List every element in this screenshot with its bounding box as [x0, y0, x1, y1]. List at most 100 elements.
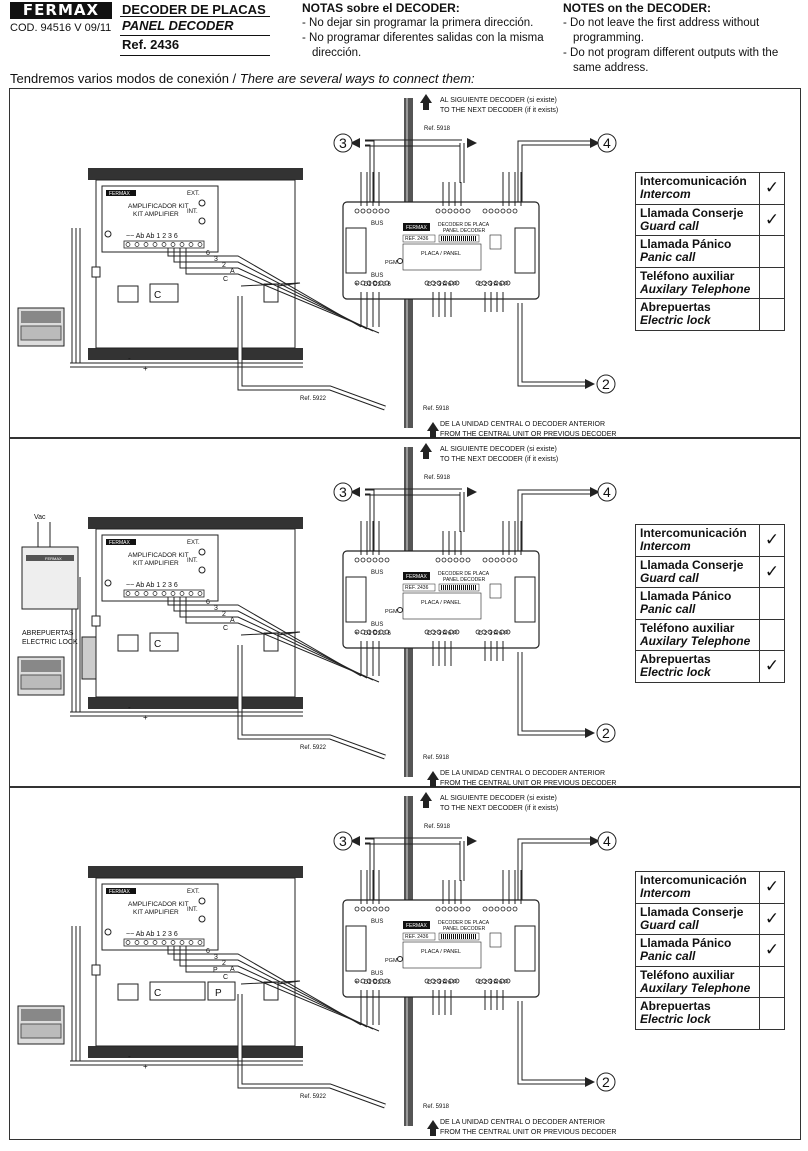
terminal-screw [354, 629, 360, 635]
terminal-screw [488, 906, 494, 912]
notes-en-heading: NOTES on the DECODER: [563, 1, 712, 15]
terminal-screw [384, 557, 390, 563]
decoder-link-cable [238, 296, 386, 410]
terminal-screw [424, 280, 430, 286]
terminal-screw [134, 242, 140, 247]
arrow-icon [420, 443, 432, 452]
number-label: 3 [339, 833, 347, 849]
power-supply-brand [26, 555, 74, 561]
barcode-bar [467, 585, 468, 590]
barcode-bar [455, 934, 456, 939]
number-label: 4 [603, 135, 611, 151]
pgm-button [397, 956, 403, 962]
decoder-brand-plate [403, 572, 430, 580]
terminal-screw [372, 906, 378, 912]
barcode-bar [471, 236, 472, 241]
cable-ref: Ref. 5922 [300, 396, 327, 402]
terminal-screw [378, 629, 384, 635]
cable-ref: Ref. 5918 [423, 755, 450, 761]
terminal-screw [430, 978, 436, 984]
signal-wire [167, 597, 362, 677]
bus-label: BUS [371, 221, 383, 227]
barcode-bar [467, 934, 468, 939]
wire-label: A [230, 617, 235, 624]
relay-box [149, 981, 206, 1001]
barcode-bar [455, 236, 456, 241]
bus-label: BUS [371, 919, 383, 925]
terminal-screw [354, 208, 360, 214]
terminal-screw [354, 978, 360, 984]
power-label: - [128, 703, 131, 712]
barcode-bar [447, 236, 448, 241]
terminal-screw [435, 208, 441, 214]
terminal-screw [487, 629, 493, 635]
arrow-icon [585, 1077, 595, 1087]
panel-decoder [342, 550, 540, 649]
arrow-icon [467, 138, 477, 148]
number-circle [333, 482, 353, 502]
output-cable-2 [517, 303, 585, 387]
decoder-terminal-labels: + - D1 D2 2 6 [355, 282, 392, 288]
number-label: 4 [603, 484, 611, 500]
barcode-bar [443, 236, 444, 241]
notes-es-heading: NOTAS sobre el DECODER: [302, 1, 460, 15]
cable-ref: Ref. 5918 [424, 126, 451, 132]
amplifier-terminal-labels: ~~ Ab Ab 1 2 3 6 [126, 931, 178, 938]
arrow-stem [423, 103, 429, 110]
relay-c-label: C [154, 290, 161, 301]
arrow-icon [420, 94, 432, 103]
relay-box-p [207, 981, 236, 1001]
arrow-icon [585, 728, 595, 738]
power-supply-brand-text: FERMAX [45, 556, 62, 561]
terminal-screw [465, 906, 471, 912]
barcode-bar [469, 585, 470, 590]
notes-es-item: - No dejar sin programar la primera dire… [302, 17, 534, 29]
decoder-ref: REF. 2436 [405, 934, 429, 940]
barcode-bar [449, 236, 450, 241]
pgm-label: PGM [385, 260, 398, 266]
terminal-screw [481, 629, 487, 635]
terminal-screw [143, 242, 149, 247]
arrow-icon [427, 1120, 439, 1129]
terminal-screw [475, 978, 481, 984]
terminal-screw [384, 208, 390, 214]
terminal-screw [488, 208, 494, 214]
terminal-screw [500, 208, 506, 214]
wire-label: 3 [214, 256, 218, 263]
terminal-screw [161, 242, 167, 247]
terminal-screw [360, 280, 366, 286]
terminal-screw [506, 906, 512, 912]
terminal-screw [506, 208, 512, 214]
barcode-bar [447, 934, 448, 939]
enclosure-bottom [88, 348, 303, 360]
amplifier-brand-plate [106, 190, 136, 196]
terminal-screw [354, 557, 360, 563]
terminal-screw [152, 591, 158, 596]
barcode-bar [453, 934, 454, 939]
barcode-bar [441, 585, 442, 590]
fermax-logo: FERMAX [10, 2, 112, 19]
terminal-screw [188, 242, 194, 247]
terminal-screw [384, 280, 390, 286]
terminal-screw [481, 978, 487, 984]
lock-label-es: ABREPUERTAS [22, 630, 74, 637]
amplifier-brand: FERMAX [109, 191, 131, 197]
terminal-screw [354, 280, 360, 286]
decoder-terminal-labels: C 2 3 A 6 P [478, 631, 508, 637]
terminal-screw [475, 280, 481, 286]
decoder-title: DECODER DE PLACA [438, 571, 490, 577]
prev-decoder-en: FROM THE CENTRAL UNIT OR PREVIOUS DECODE… [440, 431, 616, 438]
terminal-screw [494, 557, 500, 563]
decoder-link-cable [238, 994, 386, 1108]
terminal-screw [453, 906, 459, 912]
barcode-bar [459, 934, 460, 939]
arrow-stem [430, 431, 436, 438]
product-ref: Ref. 2436 [122, 37, 180, 52]
number-circle [597, 482, 617, 502]
decoder-terminal-labels: C 2 3 A 6 P [427, 980, 457, 986]
